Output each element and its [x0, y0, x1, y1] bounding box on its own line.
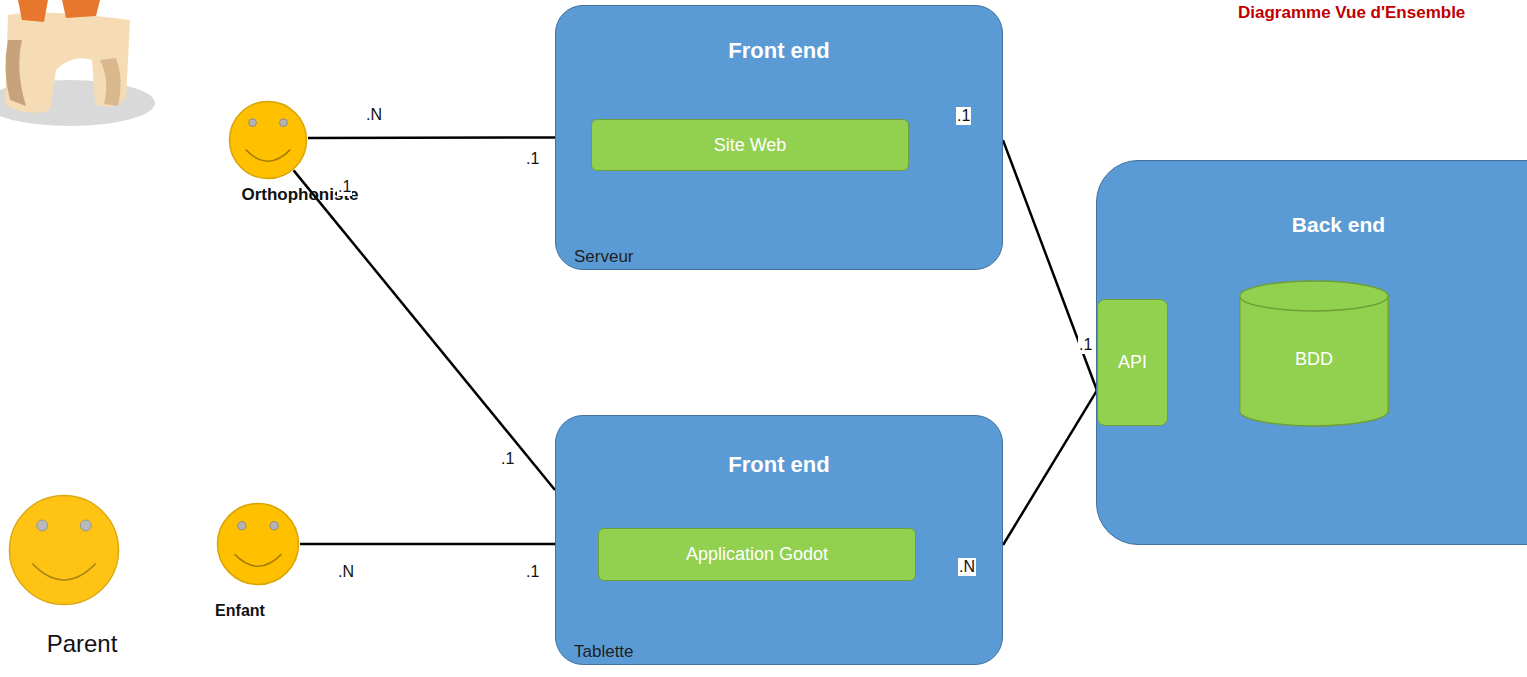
face-smile — [32, 564, 95, 580]
mascot-illustration — [0, 0, 155, 126]
association-line — [1003, 390, 1097, 545]
mascot-body — [5, 12, 130, 112]
face-eye — [280, 119, 288, 127]
smiley-face — [216, 502, 300, 586]
smiley-parts — [218, 504, 299, 585]
face-circle — [10, 496, 119, 605]
cylinder-body — [1240, 281, 1389, 426]
backend-box: Back endAPI BDD — [1096, 160, 1527, 545]
actor-smiley: Orthophoniste — [228, 100, 308, 180]
actor-name: Enfant — [215, 602, 265, 620]
mascot-orange — [62, 0, 100, 18]
multiplicity-label: .N — [958, 558, 976, 576]
component-box: Site Web — [591, 119, 909, 171]
box-caption: Tablette — [574, 642, 634, 662]
face-smile — [235, 554, 282, 566]
mascot-shade — [5, 40, 26, 106]
actor-name: Parent — [47, 630, 118, 658]
smiley-parts — [230, 102, 307, 179]
box-heading: Back end — [1097, 213, 1527, 237]
api-box: API — [1097, 299, 1168, 426]
association-line — [1003, 140, 1097, 390]
association-line — [308, 136, 555, 139]
box-heading: Front end — [556, 452, 1002, 478]
component-label: Site Web — [714, 135, 787, 156]
association-line — [294, 170, 555, 490]
smiley-face — [8, 494, 120, 606]
face-eye — [238, 522, 246, 530]
face-eye — [80, 520, 91, 531]
component-label: Application Godot — [686, 544, 828, 565]
box-heading: Front end — [556, 38, 1002, 64]
face-eye — [37, 520, 48, 531]
multiplicity-label: .N — [337, 563, 355, 581]
mascot-shade — [100, 58, 121, 106]
multiplicity-label: .1 — [956, 107, 971, 125]
face-smile — [246, 150, 291, 162]
multiplicity-label: .1 — [337, 178, 352, 196]
mascot-orange — [18, 0, 48, 22]
frontend-box: Front endTablette Application Godot — [555, 415, 1003, 665]
multiplicity-label: .N — [365, 106, 383, 124]
component-label: API — [1118, 352, 1147, 373]
actor-smiley: Parent — [8, 494, 120, 606]
association-line — [300, 543, 555, 546]
smiley-face — [228, 100, 308, 180]
multiplicity-label: .1 — [525, 563, 540, 581]
face-eye — [270, 522, 278, 530]
multiplicity-label: .1 — [525, 150, 540, 168]
smiley-parts — [10, 496, 119, 605]
multiplicity-label: .1 — [500, 450, 515, 468]
cylinder-rim — [1240, 296, 1389, 311]
face-circle — [230, 102, 307, 179]
face-circle — [218, 504, 299, 585]
multiplicity-label: .1 — [1078, 336, 1093, 354]
box-caption: Serveur — [574, 247, 634, 267]
database-cylinder: BDD — [1239, 281, 1389, 426]
frontend-box: Front endServeur Site Web — [555, 5, 1003, 270]
component-box: Application Godot — [598, 528, 916, 581]
face-eye — [249, 119, 257, 127]
component-label: BDD — [1295, 349, 1333, 370]
actor-smiley: Enfant — [216, 502, 300, 586]
diagram-title: Diagramme Vue d'Ensemble — [1238, 3, 1465, 23]
